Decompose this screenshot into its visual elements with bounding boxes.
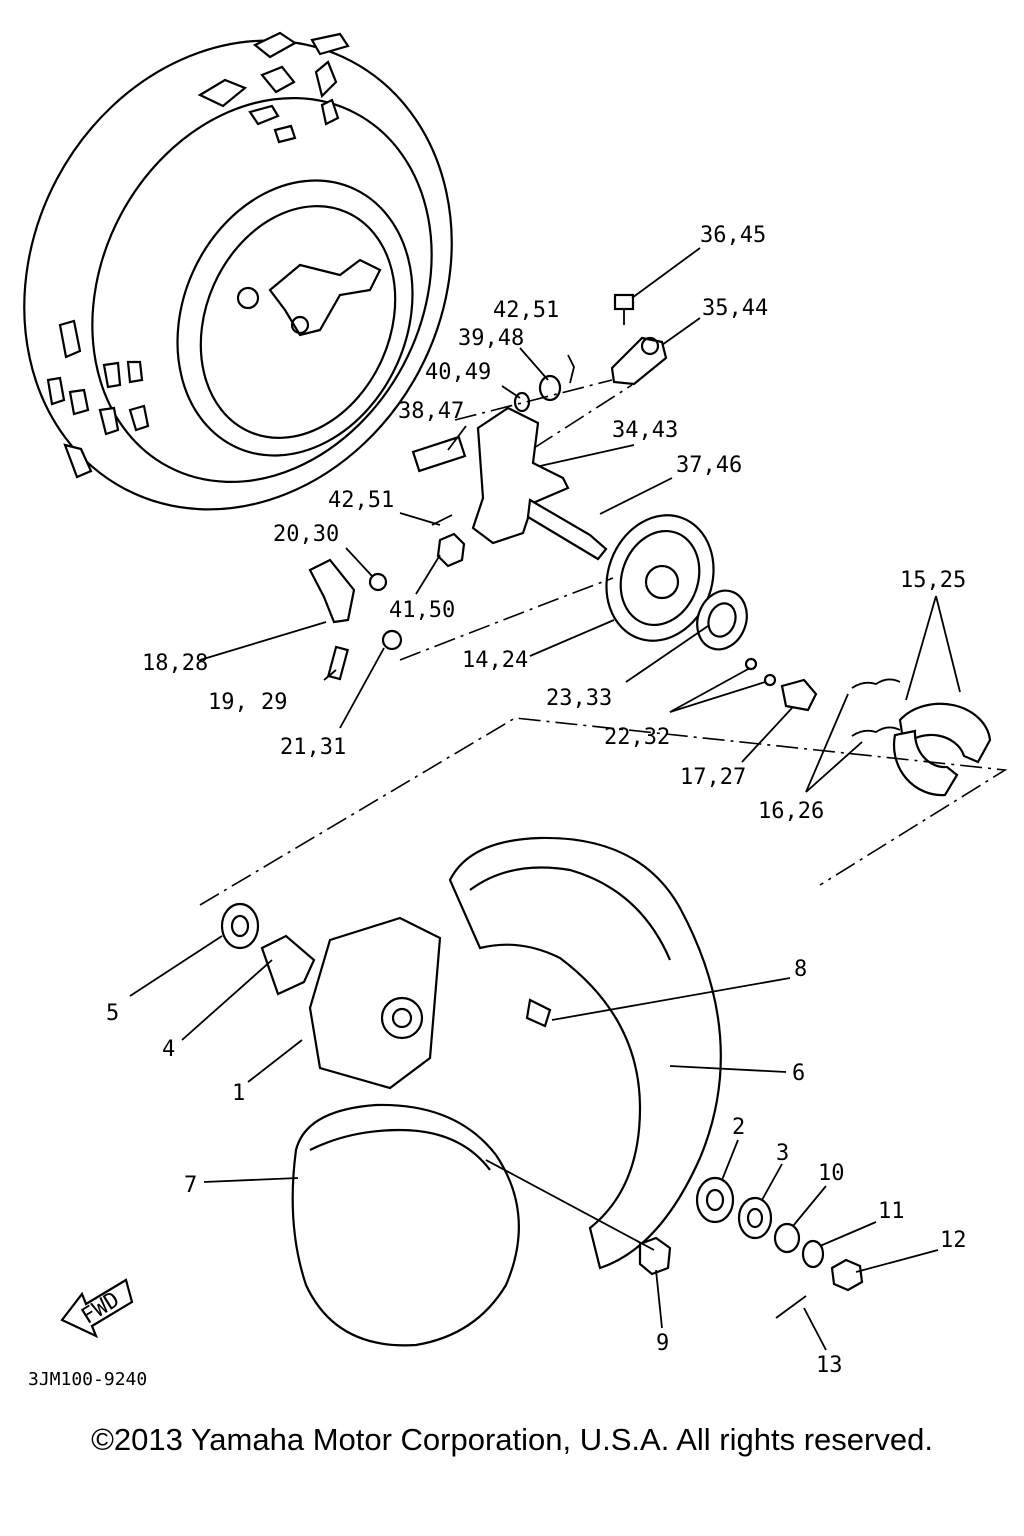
brake-backing-plate	[605, 514, 818, 712]
brake-shoes	[851, 678, 992, 797]
callout-13: 13	[816, 1353, 843, 1378]
callout-3: 3	[776, 1141, 789, 1166]
callout-9: 9	[656, 1331, 669, 1356]
callout-labels: 36,45 35,44 42,51 39,48 40,49 38,47 34,4…	[28, 223, 967, 1390]
callout-15-25: 15,25	[900, 568, 966, 593]
callout-23-33: 23,33	[546, 686, 612, 711]
callout-37-46: 37,46	[676, 453, 742, 478]
fwd-arrow-icon	[60, 1278, 134, 1339]
callout-14-24: 14,24	[462, 648, 528, 673]
callout-1: 1	[232, 1081, 245, 1106]
callout-35-44: 35,44	[702, 296, 768, 321]
callout-2: 2	[732, 1115, 745, 1140]
axle-hardware	[638, 1176, 864, 1319]
callout-7: 7	[184, 1173, 197, 1198]
small-hardware	[308, 293, 668, 681]
callout-10: 10	[818, 1161, 845, 1186]
callout-21-31: 21,31	[280, 735, 346, 760]
callout-8: 8	[794, 957, 807, 982]
steering-knuckle	[411, 406, 608, 561]
callout-20-30: 20,30	[273, 522, 339, 547]
callout-39-48: 39,48	[458, 326, 524, 351]
callout-6: 6	[792, 1061, 805, 1086]
callout-36-45: 36,45	[700, 223, 766, 248]
callout-40-49: 40,49	[425, 360, 491, 385]
copyright-notice: ©2013 Yamaha Motor Corporation, U.S.A. A…	[91, 1422, 933, 1457]
callout-11: 11	[878, 1199, 905, 1224]
callout-41-50: 41,50	[389, 598, 455, 623]
callout-42-51-top: 42,51	[493, 298, 559, 323]
callout-19-29: 19, 29	[208, 690, 287, 715]
callout-4: 4	[162, 1037, 175, 1062]
callout-17-27: 17,27	[680, 765, 746, 790]
callout-22-32: 22,32	[604, 725, 670, 750]
diagram-code: 3JM100-9240	[28, 1369, 147, 1390]
callout-34-43: 34,43	[612, 418, 678, 443]
callout-5: 5	[106, 1001, 119, 1026]
assembled-wheel-illustration	[23, 31, 453, 511]
callout-18-28: 18,28	[142, 651, 208, 676]
callout-12: 12	[940, 1228, 967, 1253]
hub-and-rim-halves	[220, 836, 722, 1347]
leader-lines	[129, 247, 961, 1351]
callout-42-51-mid: 42,51	[328, 488, 394, 513]
callout-38-47: 38,47	[398, 399, 464, 424]
alignment-lines	[199, 379, 1008, 906]
callout-16-26: 16,26	[758, 799, 824, 824]
